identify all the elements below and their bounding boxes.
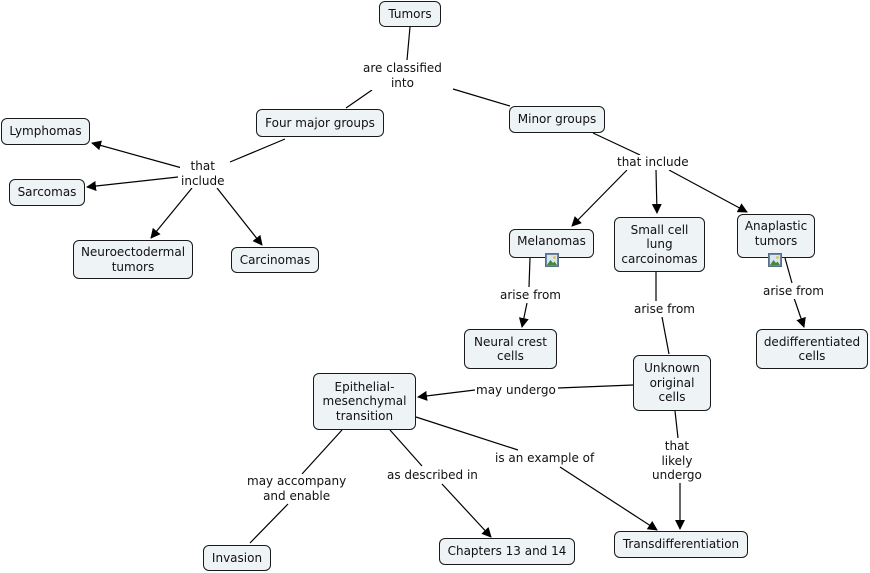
node-chapters-13-and-14[interactable]: Chapters 13 and 14 [439,538,575,565]
link-label-as-described-in: as described in [386,468,479,483]
node-dedifferentiated-cells[interactable]: dedifferentiated cells [756,329,868,369]
node-small-cell-lung-carcinomas-label: Small cell lung carcoinomas [621,222,698,266]
node-small-cell-lung-carcinomas[interactable]: Small cell lung carcoinomas [614,217,705,272]
node-neural-crest-cells-label: Neural crest cells [473,334,547,364]
link-label-arise-from-melanomas: arise from [499,288,562,303]
node-transdifferentiation[interactable]: Transdifferentiation [614,531,748,558]
link-label-are-classified-into: are classified into [362,61,443,90]
node-neural-crest-cells[interactable]: Neural crest cells [464,329,557,369]
node-carcinomas-label: Carcinomas [239,252,311,267]
node-neuroectodermal-tumors-label: Neuroectodermal tumors [80,245,186,274]
node-unknown-original-cells[interactable]: Unknown original cells [633,355,711,411]
node-sarcomas[interactable]: Sarcomas [9,179,85,206]
link-label-may-undergo: may undergo [475,383,557,398]
node-minor-groups[interactable]: Minor groups [509,106,605,133]
node-invasion-label: Invasion [211,550,263,565]
link-label-arise-from-small-cell: arise from [633,302,696,317]
node-melanomas-label: Melanomas [517,234,586,248]
node-unknown-original-cells-label: Unknown original cells [644,361,700,405]
image-icon[interactable] [768,253,782,267]
node-minor-groups-label: Minor groups [517,112,597,127]
node-tumors-label: Tumors [388,6,432,21]
node-dedifferentiated-cells-label: dedifferentiated cells [763,334,861,364]
node-epithelial-mesenchymal-transition[interactable]: Epithelial- mesenchymal transition [313,373,416,430]
link-label-that-include-left: that include [180,159,226,188]
link-label-that-include-right: that include [616,155,690,170]
node-melanomas[interactable]: Melanomas [509,229,594,258]
node-lymphomas[interactable]: Lymphomas [1,118,90,145]
node-chapters-13-and-14-label: Chapters 13 and 14 [447,544,567,559]
node-four-major-groups[interactable]: Four major groups [256,109,384,137]
node-sarcomas-label: Sarcomas [17,185,77,200]
node-four-major-groups-label: Four major groups [265,115,375,130]
node-epithelial-mesenchymal-transition-label: Epithelial- mesenchymal transition [322,379,407,423]
node-anaplastic-tumors-label: Anaplastic tumors [744,219,808,248]
node-transdifferentiation-label: Transdifferentiation [622,537,740,552]
node-tumors[interactable]: Tumors [379,1,441,27]
link-label-may-accompany-and-enable: may accompany and enable [246,474,348,503]
link-label-arise-from-anaplastic: arise from [762,284,825,299]
link-label-that-likely-undergo: that likely undergo [651,439,703,483]
image-icon[interactable] [545,253,559,267]
node-neuroectodermal-tumors[interactable]: Neuroectodermal tumors [73,240,193,279]
node-carcinomas[interactable]: Carcinomas [231,247,319,273]
node-invasion[interactable]: Invasion [203,545,271,571]
link-label-is-an-example-of: is an example of [494,451,596,466]
node-lymphomas-label: Lymphomas [9,124,82,139]
node-anaplastic-tumors[interactable]: Anaplastic tumors [737,214,815,258]
